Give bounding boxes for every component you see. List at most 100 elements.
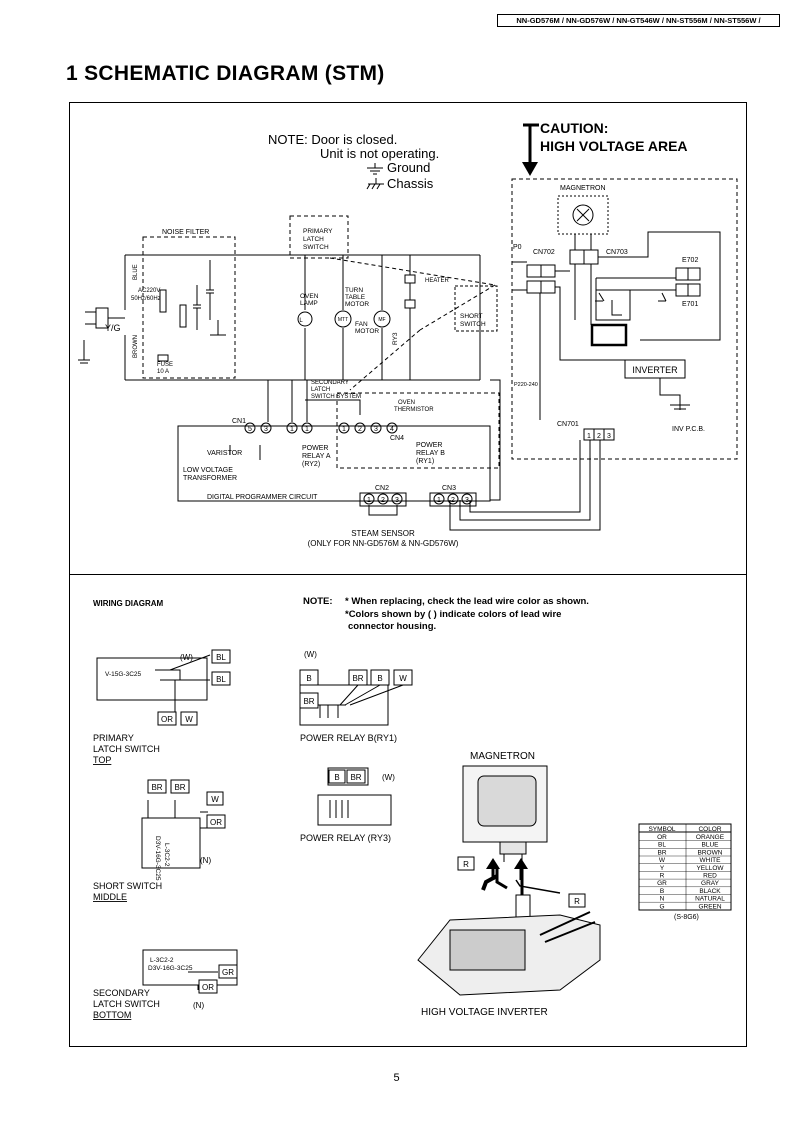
svg-text:SWITCH SYSTEM: SWITCH SYSTEM (311, 394, 361, 400)
svg-text:HIGH VOLTAGE INVERTER: HIGH VOLTAGE INVERTER (421, 1007, 548, 1018)
svg-text:WIRING DIAGRAM: WIRING DIAGRAM (93, 599, 164, 608)
svg-text:SWITCH: SWITCH (460, 321, 486, 328)
svg-text:BR: BR (303, 697, 314, 706)
svg-text:VARISTOR: VARISTOR (207, 450, 242, 457)
svg-text:D3V-16G-3C25: D3V-16G-3C25 (148, 965, 193, 972)
svg-text:POWER: POWER (416, 442, 442, 449)
svg-text:INV P.C.B.: INV P.C.B. (672, 426, 705, 433)
svg-text:SHORT SWITCH: SHORT SWITCH (93, 881, 162, 891)
svg-text:NOISE FILTER: NOISE FILTER (162, 229, 209, 236)
svg-text:E701: E701 (682, 301, 698, 308)
svg-text:BROWN: BROWN (133, 335, 139, 358)
power-relay-ry3-drawing (317, 767, 392, 826)
color-name: GRAY (701, 880, 720, 887)
svg-text:BLUE: BLUE (133, 264, 139, 280)
svg-text:3: 3 (607, 433, 611, 440)
svg-text:2: 2 (381, 497, 385, 504)
svg-text:NOTE:: NOTE: (303, 596, 333, 607)
svg-text:OR: OR (202, 983, 214, 992)
color-name: WHITE (700, 857, 722, 864)
svg-text:W: W (211, 795, 219, 804)
svg-text:TABLE: TABLE (345, 294, 366, 301)
svg-text:1: 1 (367, 497, 371, 504)
svg-text:2: 2 (597, 433, 601, 440)
svg-text:Y/G: Y/G (105, 323, 121, 333)
section-divider (69, 574, 747, 575)
svg-text:PRIMARY: PRIMARY (303, 228, 333, 235)
svg-text:3: 3 (374, 426, 378, 433)
svg-text:W: W (399, 674, 407, 683)
svg-text:MOTOR: MOTOR (345, 301, 369, 308)
color-name: ORANGE (696, 834, 725, 841)
svg-text:OVEN: OVEN (300, 293, 319, 300)
svg-text:B: B (306, 674, 311, 683)
magnetron-symbol (557, 195, 609, 250)
color-symbol: Y (660, 865, 665, 872)
svg-text:NOTE: Door is closed.: NOTE: Door is closed. (268, 132, 397, 147)
caution-label: CAUTION: HIGH VOLTAGE AREA (522, 120, 688, 176)
inverter-board-wiring (512, 231, 721, 420)
color-name: NATURAL (695, 896, 725, 903)
color-name: RED (703, 873, 717, 880)
svg-text:CN2: CN2 (375, 485, 389, 492)
svg-text:INVERTER: INVERTER (632, 365, 678, 375)
svg-text:SWITCH: SWITCH (303, 244, 329, 251)
svg-text:(ONLY FOR NN-GD576M & NN-GD576: (ONLY FOR NN-GD576M & NN-GD576W) (308, 539, 459, 548)
svg-text:(N): (N) (200, 856, 211, 865)
svg-text:LATCH SWITCH: LATCH SWITCH (93, 744, 160, 754)
svg-text:2: 2 (451, 497, 455, 504)
color-symbol: N (660, 896, 665, 903)
svg-text:PRIMARY: PRIMARY (93, 733, 134, 743)
svg-text:1: 1 (290, 426, 294, 433)
svg-text:MAGNETRON: MAGNETRON (470, 751, 535, 762)
svg-text:LATCH SWITCH: LATCH SWITCH (93, 999, 160, 1009)
svg-text:1: 1 (305, 426, 309, 433)
svg-text:DIGITAL PROGRAMMER CIRCUIT: DIGITAL PROGRAMMER CIRCUIT (207, 494, 318, 501)
svg-text:CN703: CN703 (606, 249, 628, 256)
arrow-down-icon (522, 162, 538, 176)
primary-latch-box (289, 215, 349, 259)
svg-text:BL: BL (216, 675, 226, 684)
color-name: YELLOW (696, 865, 724, 872)
load-branches (297, 255, 496, 391)
high-voltage-area (511, 178, 738, 460)
svg-text:TRANSFORMER: TRANSFORMER (183, 475, 237, 482)
svg-text:B: B (334, 773, 339, 782)
svg-text:1: 1 (587, 433, 591, 440)
svg-text:L-3C2-2: L-3C2-2 (163, 843, 170, 867)
svg-text:MOTOR: MOTOR (355, 328, 379, 335)
inverter-block (624, 359, 686, 379)
color-symbol: R (660, 873, 665, 880)
svg-text:D3V-16G-3C25: D3V-16G-3C25 (154, 836, 161, 881)
svg-text:(RY1): (RY1) (416, 458, 434, 465)
color-name: BROWN (698, 849, 723, 856)
svg-text:RELAY A: RELAY A (302, 453, 331, 460)
cn2-cn3-connectors (359, 492, 477, 516)
svg-text:P0: P0 (513, 244, 522, 251)
svg-text:BL: BL (216, 653, 226, 662)
svg-text:LOW VOLTAGE: LOW VOLTAGE (183, 467, 233, 474)
svg-text:E702: E702 (682, 257, 698, 264)
svg-text:BR: BR (350, 773, 361, 782)
svg-text:POWER RELAY (RY3): POWER RELAY (RY3) (300, 833, 391, 843)
svg-text:FAN: FAN (355, 321, 368, 328)
svg-text:AC220V: AC220V (138, 288, 160, 294)
schematic-note: NOTE: Door is closed. Unit is not operat… (268, 132, 439, 191)
color-symbol: BR (657, 849, 666, 856)
svg-text:SYMBOL: SYMBOL (648, 826, 675, 833)
svg-text:Unit is not operating.: Unit is not operating. (320, 146, 439, 161)
svg-text:L-3C2-2: L-3C2-2 (150, 957, 174, 964)
svg-text:GR: GR (222, 968, 234, 977)
svg-text:(S-8G6): (S-8G6) (674, 914, 699, 921)
svg-text:(W): (W) (180, 653, 193, 662)
svg-text:RELAY B: RELAY B (416, 450, 445, 457)
svg-text:LATCH: LATCH (303, 236, 324, 243)
svg-text:THERMISTOR: THERMISTOR (394, 407, 434, 413)
color-symbol: OR (657, 834, 667, 841)
svg-text:1: 1 (342, 426, 346, 433)
svg-text:CN4: CN4 (390, 435, 404, 442)
arrow-up-icon (514, 858, 528, 869)
svg-text:2: 2 (358, 426, 362, 433)
